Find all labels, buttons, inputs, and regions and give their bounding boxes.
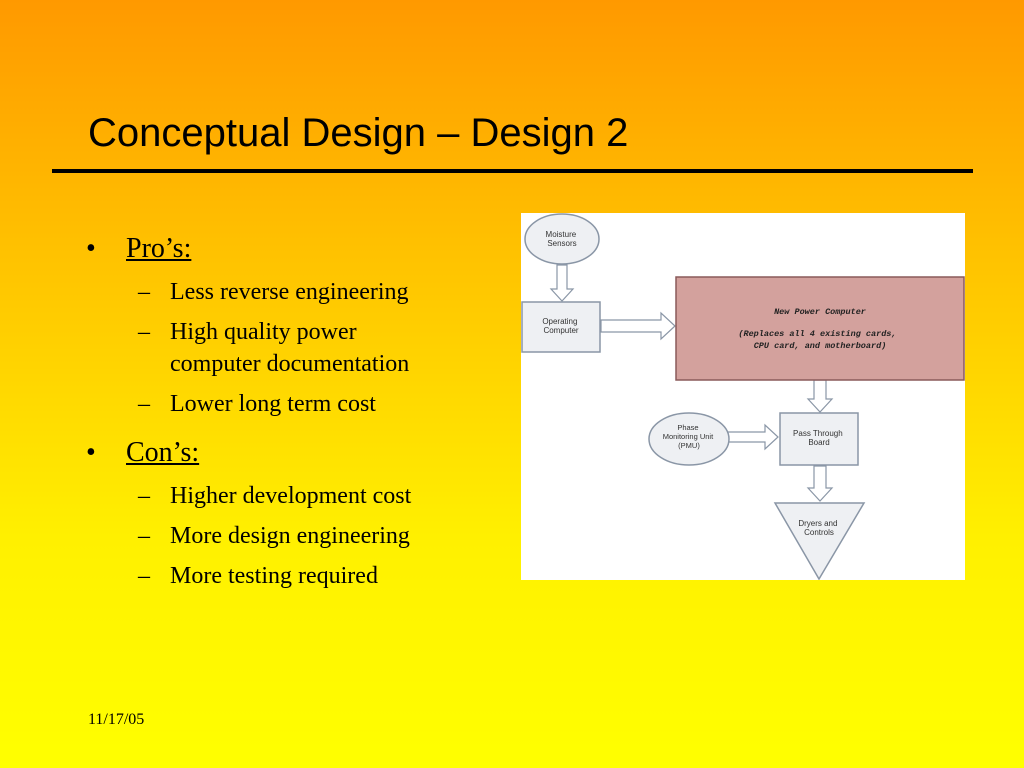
moisture-sensors-label-line: Moisture <box>546 230 577 239</box>
operating-computer-label-line: Computer <box>543 326 578 335</box>
arrow-computer-to-power <box>600 311 676 341</box>
pros-item-text: Lower long term cost <box>170 391 376 417</box>
dryers-and-controls-label-line: Dryers and <box>798 519 837 528</box>
title-underline <box>52 169 973 173</box>
arrow-board-to-dryers <box>806 465 834 502</box>
pros-item: –Lower long term cost <box>86 388 486 420</box>
slide-title: Conceptual Design – Design 2 <box>88 111 629 155</box>
dryers-and-controls-node <box>773 502 866 580</box>
pros-heading: Pro’s: <box>126 233 192 264</box>
pros-item: –High quality power <box>86 316 486 348</box>
dash-icon: – <box>138 319 150 345</box>
dash-icon: – <box>138 483 150 509</box>
moisture-sensors-label: Moisture Sensors <box>546 230 579 248</box>
cons-item-text: Higher development cost <box>170 483 412 509</box>
operating-computer-label: Operating Computer <box>542 317 579 335</box>
bullet-list: • Pro’s: –Less reverse engineering –High… <box>86 232 486 592</box>
dash-icon: – <box>138 563 150 589</box>
cons-item: –More testing required <box>86 560 486 592</box>
flow-diagram-canvas: Moisture Sensors Operating Computer New … <box>521 213 965 580</box>
dash-icon: – <box>138 279 150 305</box>
new-power-computer-note: (Replaces all 4 existing cards, CPU card… <box>738 329 901 351</box>
dryers-and-controls-label: Dryers and Controls <box>798 519 839 537</box>
cons-item: –More design engineering <box>86 520 486 552</box>
pros-item-text: computer documentation <box>170 351 410 377</box>
pmu-node <box>648 412 730 466</box>
pros-bullet: • Pro’s: <box>86 232 486 266</box>
new-power-computer-note-line: CPU card, and motherboard) <box>754 341 887 351</box>
pmu-label-line: Phase <box>677 423 698 432</box>
bullet-dot-icon: • <box>86 233 96 264</box>
pmu-label-line: (PMU) <box>678 441 700 450</box>
flow-diagram: Moisture Sensors Operating Computer New … <box>521 213 965 580</box>
cons-bullet: • Con’s: <box>86 436 486 470</box>
pros-item: –Less reverse engineering <box>86 276 486 308</box>
bullet-dot-icon: • <box>86 437 96 468</box>
slide-date: 11/17/05 <box>88 711 145 728</box>
pros-item-text: High quality power <box>170 319 357 345</box>
pass-through-board-label-line: Board <box>808 438 829 447</box>
arrow-sensors-to-computer <box>549 264 575 302</box>
operating-computer-node <box>521 301 601 353</box>
cons-item-text: More design engineering <box>170 523 410 549</box>
new-power-computer-title: New Power Computer <box>774 307 866 317</box>
new-power-computer-note-line: (Replaces all 4 existing cards, <box>738 329 896 339</box>
dash-icon: – <box>138 391 150 417</box>
cons-item-text: More testing required <box>170 563 378 589</box>
moisture-sensors-label-line: Sensors <box>547 239 576 248</box>
cons-item: –Higher development cost <box>86 480 486 512</box>
pmu-label: Phase Monitoring Unit (PMU) <box>663 423 716 450</box>
pass-through-board-label-line: Pass Through <box>793 429 843 438</box>
pros-item-continuation: computer documentation <box>86 348 486 380</box>
dash-icon: – <box>138 523 150 549</box>
pmu-label-line: Monitoring Unit <box>663 432 714 441</box>
moisture-sensors-node <box>524 213 600 265</box>
dryers-and-controls-label-line: Controls <box>804 528 834 537</box>
arrow-power-to-board <box>806 379 834 413</box>
pass-through-board-node <box>779 412 859 466</box>
new-power-computer-node <box>675 276 965 381</box>
operating-computer-label-line: Operating <box>542 317 577 326</box>
pass-through-board-label: Pass Through Board <box>793 429 845 447</box>
pros-item-text: Less reverse engineering <box>170 279 409 305</box>
cons-heading: Con’s: <box>126 437 200 468</box>
